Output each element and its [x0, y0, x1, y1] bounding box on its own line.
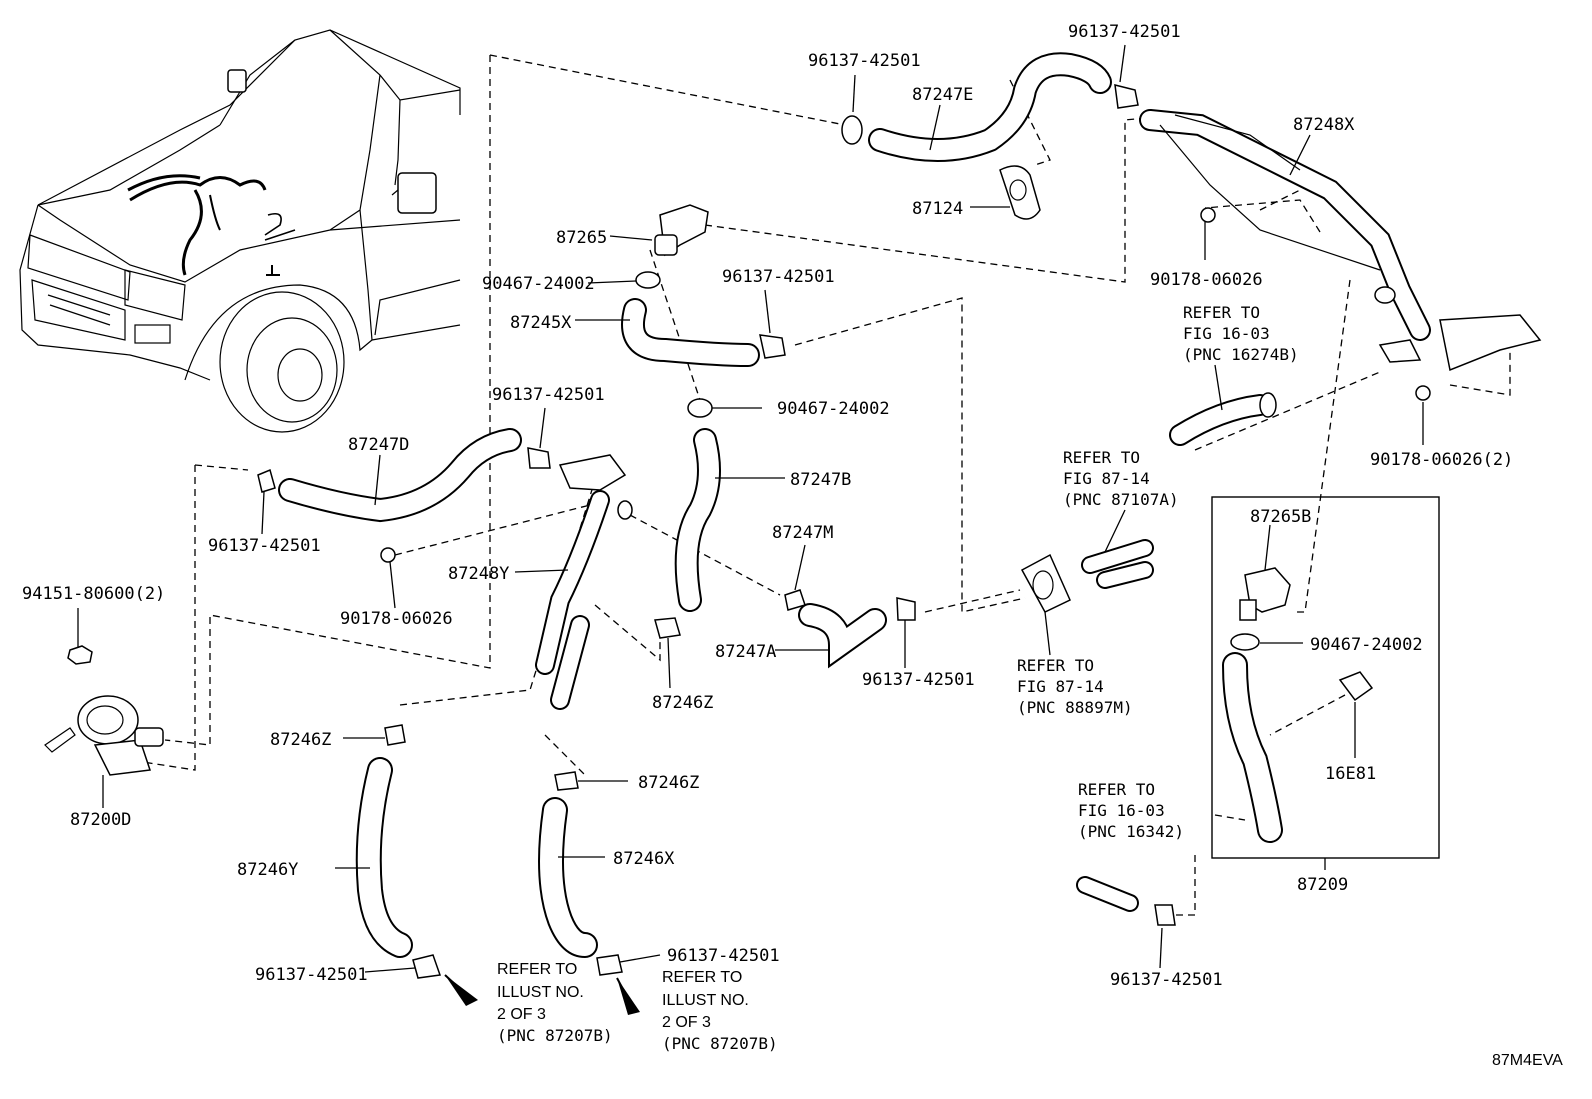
label-87247D: 87247D	[348, 435, 409, 455]
label-87245X: 87245X	[510, 313, 572, 333]
label-90178-06026: 90178-06026	[1150, 270, 1263, 290]
label-94151-80600: 94151-80600(2)	[22, 584, 165, 604]
label-90178-06026-2: 90178-06026(2)	[1370, 450, 1513, 470]
label-87247A: 87247A	[715, 642, 776, 662]
part-shapes	[44, 52, 1542, 1015]
svg-text:(PNC 87207B): (PNC 87207B)	[662, 1034, 778, 1053]
reference-fig-87-14-87107A[interactable]: REFER TO FIG 87-14 (PNC 87107A)	[1063, 448, 1179, 509]
vehicle-illustration	[19, 29, 461, 433]
svg-text:(PNC 87207B): (PNC 87207B)	[497, 1026, 613, 1045]
reference-illust-2-of-3-left[interactable]: REFER TO ILLUST NO. 2 OF 3 (PNC 87207B)	[497, 961, 613, 1045]
label-87246Z: 87246Z	[270, 730, 331, 750]
svg-text:(PNC 16342): (PNC 16342)	[1078, 822, 1184, 841]
svg-text:REFER TO: REFER TO	[662, 969, 742, 986]
svg-text:ILLUST NO.: ILLUST NO.	[497, 984, 584, 1001]
svg-text:2 OF 3: 2 OF 3	[497, 1006, 546, 1023]
label-96137-42501: 96137-42501	[722, 267, 835, 287]
svg-text:2 OF 3: 2 OF 3	[662, 1014, 711, 1031]
label-96137-42501: 96137-42501	[862, 670, 975, 690]
reference-notes[interactable]: REFER TO FIG 16-03 (PNC 16274B) REFER TO…	[497, 303, 1299, 1053]
label-90467-24002: 90467-24002	[1310, 635, 1423, 655]
svg-text:(PNC 88897M): (PNC 88897M)	[1017, 698, 1133, 717]
svg-text:REFER TO: REFER TO	[497, 961, 577, 978]
svg-text:FIG 87-14: FIG 87-14	[1017, 677, 1104, 696]
leader-lines	[77, 44, 1424, 973]
svg-text:REFER TO: REFER TO	[1078, 780, 1155, 799]
label-87209: 87209	[1297, 875, 1348, 895]
svg-text:FIG 87-14: FIG 87-14	[1063, 469, 1150, 488]
reference-fig-16-03-16274B[interactable]: REFER TO FIG 16-03 (PNC 16274B)	[1183, 303, 1299, 364]
label-90467-24002: 90467-24002	[777, 399, 890, 419]
label-87246Z: 87246Z	[652, 693, 713, 713]
label-90467-24002: 90467-24002	[482, 274, 595, 294]
svg-text:(PNC 16274B): (PNC 16274B)	[1183, 345, 1299, 364]
label-87247B: 87247B	[790, 470, 851, 490]
label-96137-42501: 96137-42501	[1110, 970, 1223, 990]
reference-illust-2-of-3-right[interactable]: REFER TO ILLUST NO. 2 OF 3 (PNC 87207B)	[662, 969, 778, 1053]
label-87265: 87265	[556, 228, 607, 248]
svg-text:REFER TO: REFER TO	[1063, 448, 1140, 467]
svg-text:ILLUST NO.: ILLUST NO.	[662, 992, 749, 1009]
label-96137-42501: 96137-42501	[208, 536, 321, 556]
svg-text:FIG 16-03: FIG 16-03	[1183, 324, 1270, 343]
svg-text:FIG 16-03: FIG 16-03	[1078, 801, 1165, 820]
label-16E81: 16E81	[1325, 764, 1376, 784]
label-96137-42501: 96137-42501	[492, 385, 605, 405]
label-87247E: 87247E	[912, 85, 973, 105]
label-87246X: 87246X	[613, 849, 675, 869]
svg-text:REFER TO: REFER TO	[1183, 303, 1260, 322]
label-90178-06026: 90178-06026	[340, 609, 453, 629]
label-87200D: 87200D	[70, 810, 131, 830]
diagram-id: 87M4EVA	[1492, 1052, 1563, 1069]
label-87265B: 87265B	[1250, 507, 1311, 527]
svg-text:(PNC 87107A): (PNC 87107A)	[1063, 490, 1179, 509]
label-87248Y: 87248Y	[448, 564, 509, 584]
label-87246Z: 87246Z	[638, 773, 699, 793]
label-87124: 87124	[912, 199, 963, 219]
label-96137-42501: 96137-42501	[1068, 22, 1181, 42]
svg-text:REFER TO: REFER TO	[1017, 656, 1094, 675]
label-87247M: 87247M	[772, 523, 833, 543]
label-96137-42501: 96137-42501	[808, 51, 921, 71]
label-87246Y: 87246Y	[237, 860, 298, 880]
label-96137-42501: 96137-42501	[667, 946, 780, 966]
reference-fig-16-03-16342[interactable]: REFER TO FIG 16-03 (PNC 16342)	[1078, 780, 1184, 841]
part-labels: 96137-42501 96137-42501 87247E 87124 872…	[22, 22, 1513, 990]
label-87248X: 87248X	[1293, 115, 1355, 135]
reference-fig-87-14-88897M[interactable]: REFER TO FIG 87-14 (PNC 88897M)	[1017, 656, 1133, 717]
label-96137-42501: 96137-42501	[255, 965, 368, 985]
